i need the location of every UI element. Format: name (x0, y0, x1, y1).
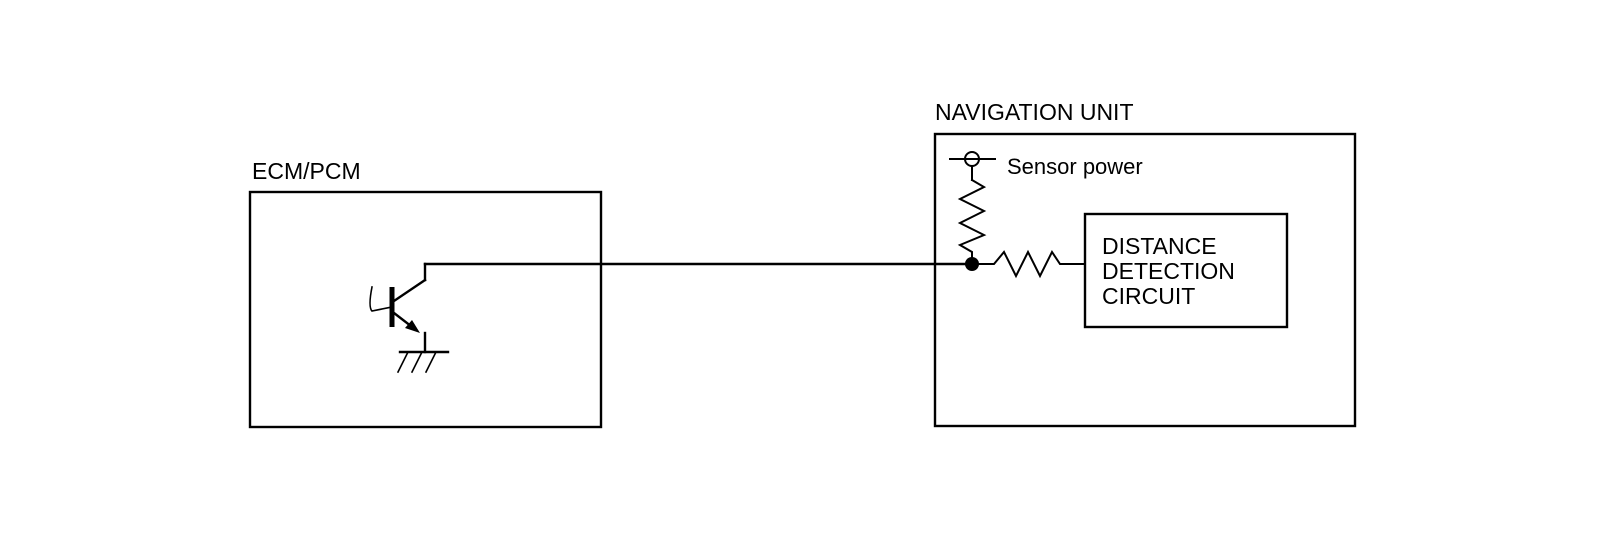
distance-circuit-line-2: DETECTION (1102, 258, 1235, 284)
navigation-unit-label: NAVIGATION UNIT (935, 99, 1134, 125)
ecm-pcm-box (248, 190, 603, 429)
distance-detection-box (1083, 212, 1289, 329)
ecm-pcm-label: ECM/PCM (252, 158, 361, 184)
sensor-power-terminal (949, 151, 996, 181)
transistor-symbol (369, 262, 450, 374)
pullup-resistor (957, 178, 987, 265)
navigation-unit-box (933, 132, 1357, 428)
sensor-power-label: Sensor power (1007, 154, 1143, 179)
distance-circuit-line-3: CIRCUIT (1102, 283, 1195, 309)
series-resistor (971, 249, 1086, 279)
distance-circuit-line-1: DISTANCE (1102, 233, 1217, 259)
